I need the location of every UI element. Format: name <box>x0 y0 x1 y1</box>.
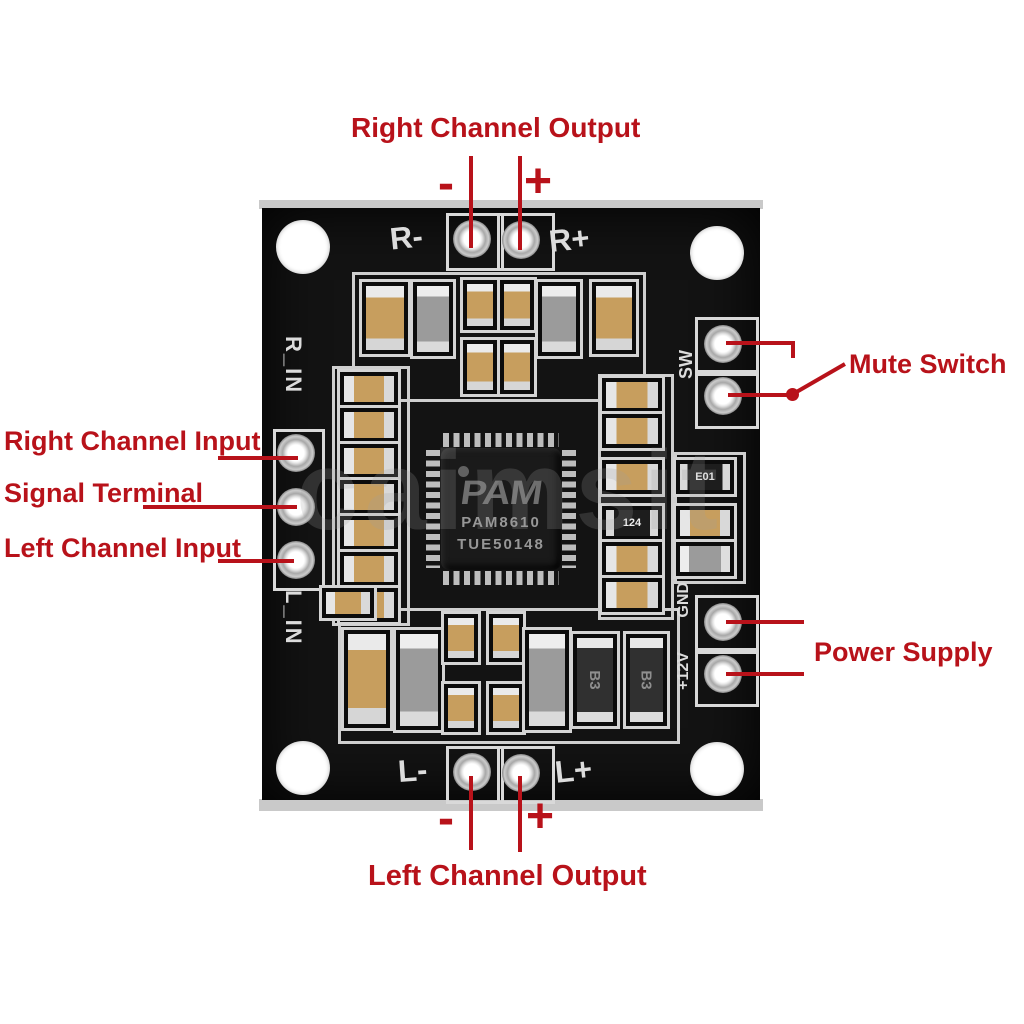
silkscreen-outline-bottom-group <box>338 608 680 744</box>
sign-left-output-minus: - <box>438 792 454 845</box>
chip-pins-top <box>443 433 559 447</box>
pad-box-gnd <box>695 595 759 654</box>
capacitor <box>606 382 658 408</box>
pointer-line-r-plus <box>518 156 522 250</box>
pointer-line-12v <box>726 672 804 676</box>
chip-pins-right <box>562 450 576 568</box>
capacitor <box>467 344 493 390</box>
chip-pin1-marker <box>458 466 469 477</box>
capacitor <box>606 418 658 444</box>
capacitor <box>606 582 658 608</box>
silkscreen-sw: SW <box>676 350 696 379</box>
capacitor <box>467 284 493 326</box>
pcb-top-edge <box>259 200 763 209</box>
capacitor <box>344 556 394 582</box>
silkscreen-gnd: GND <box>675 582 692 618</box>
capacitor <box>493 618 519 658</box>
capacitor <box>448 618 474 658</box>
inductor <box>596 286 632 350</box>
mute-switch-blade-line <box>792 362 846 396</box>
capacitor <box>344 484 394 510</box>
pad-box-sw-top <box>695 317 759 376</box>
pointer-line-l-minus <box>469 776 473 850</box>
mounting-hole-top-left <box>276 220 330 274</box>
capacitor <box>344 412 394 438</box>
chip-part-number: PAM8610 <box>461 514 541 531</box>
sign-right-output-plus: + <box>524 155 553 208</box>
diode-b3: B3 <box>577 638 613 722</box>
resistor-e01: E01 <box>680 464 730 490</box>
pointer-line-l-plus <box>518 776 522 852</box>
silkscreen-outline-left-column <box>332 366 410 626</box>
label-left-channel-input: Left Channel Input <box>4 533 241 563</box>
capacitor <box>326 592 370 614</box>
pad-box-l-plus <box>497 746 555 804</box>
capacitor <box>680 510 730 536</box>
mounting-hole-bottom-right <box>690 742 744 796</box>
capacitor <box>606 546 658 572</box>
pointer-line-r-minus <box>469 156 473 248</box>
silkscreen-r-in: R_IN <box>281 336 306 395</box>
mounting-hole-bottom-left <box>276 741 330 795</box>
capacitor <box>529 634 565 726</box>
capacitor <box>504 344 530 390</box>
capacitor <box>448 688 474 728</box>
capacitor <box>344 376 394 402</box>
diode-b3: B3 <box>630 638 663 722</box>
capacitor <box>344 520 394 546</box>
sign-left-output-plus: + <box>526 790 555 843</box>
capacitor <box>344 448 394 474</box>
mute-switch-line-bottom <box>728 393 792 397</box>
pointer-line-left-input <box>218 559 294 563</box>
inductor <box>348 634 386 724</box>
mute-switch-line-top <box>726 341 794 345</box>
silkscreen-outline-right-column-a <box>598 374 674 620</box>
pad-box-r-plus <box>497 213 555 271</box>
capacitor <box>417 286 449 352</box>
silkscreen-r-plus: R+ <box>547 219 592 260</box>
pointer-line-signal-terminal <box>143 505 297 509</box>
capacitor <box>400 634 438 726</box>
pcb-bottom-edge <box>259 799 763 811</box>
diode-b3-label: B3 <box>638 670 655 690</box>
silkscreen-outline-right-column-b <box>674 452 746 584</box>
pad-box-inputs <box>273 429 325 591</box>
chip-pins-left <box>426 450 440 568</box>
capacitor <box>606 464 658 490</box>
capacitor <box>504 284 530 326</box>
chip-batch-code: TUE50148 <box>457 536 545 553</box>
capacitor <box>542 286 576 352</box>
silkscreen-outline-top-group <box>352 272 646 402</box>
silkscreen-l-minus: L- <box>396 752 429 789</box>
label-right-channel-output: Right Channel Output <box>351 112 641 143</box>
chip-logo: PAM <box>458 474 545 512</box>
label-mute-switch: Mute Switch <box>849 349 1007 379</box>
resistor-e01-label: E01 <box>695 471 715 483</box>
pad-box-12v <box>695 648 759 707</box>
pad-right-channel-input <box>277 434 315 472</box>
mute-switch-contact-tick <box>791 341 795 358</box>
resistor-124: 124 <box>606 510 658 536</box>
inductor <box>366 286 404 350</box>
pointer-line-right-input <box>218 456 298 460</box>
resistor-124-label: 124 <box>622 517 642 529</box>
silkscreen-l-in: L_IN <box>281 590 306 646</box>
label-signal-terminal: Signal Terminal <box>4 478 204 508</box>
capacitor <box>680 546 730 572</box>
label-left-channel-output: Left Channel Output <box>368 860 647 892</box>
label-right-channel-input: Right Channel Input <box>4 426 261 456</box>
chip-pins-bottom <box>443 571 559 585</box>
pointer-line-gnd <box>726 620 804 624</box>
silkscreen-r-minus: R- <box>388 218 425 257</box>
silkscreen-l-plus: L+ <box>553 751 594 790</box>
label-power-supply: Power Supply <box>814 637 993 667</box>
capacitor <box>493 688 519 728</box>
mounting-hole-top-right <box>690 226 744 280</box>
pad-box-sw-bottom <box>695 370 759 429</box>
sign-right-output-minus: - <box>438 157 454 210</box>
